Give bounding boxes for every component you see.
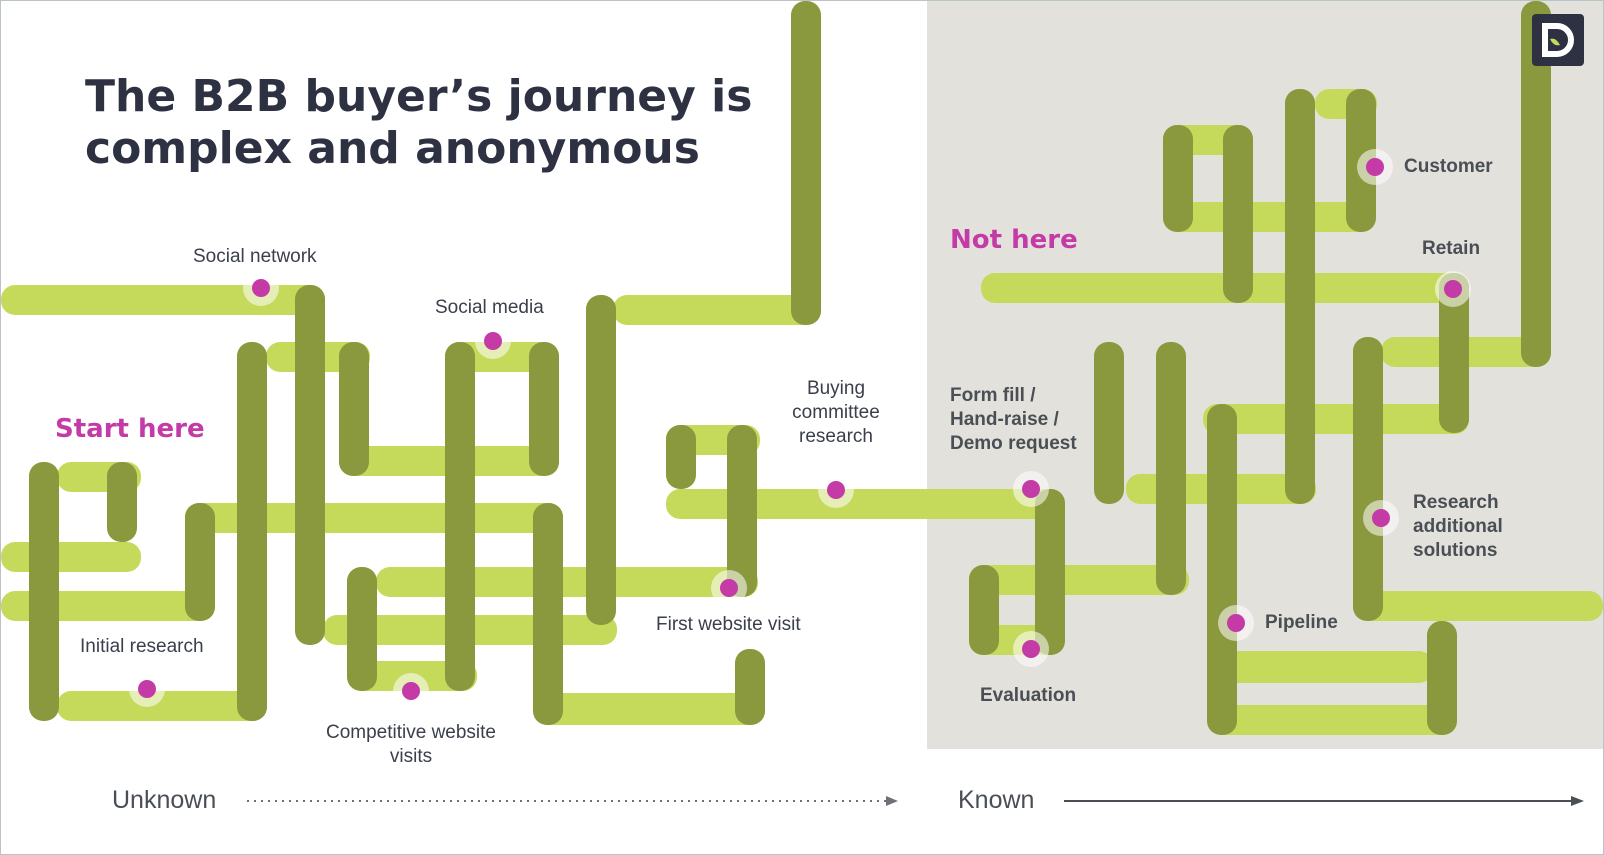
vertical-track-segment [735,649,765,725]
not-here-callout: Not here [950,225,1078,255]
title-line-2: complex and anonymous [85,123,700,174]
vertical-track-segment [29,462,59,721]
vertical-track-segment [529,342,559,476]
vertical-track-segment [339,342,369,476]
horizontal-track-segment [376,567,758,597]
milestone-dot-icon [1357,149,1393,185]
axis-label-unknown: Unknown [112,786,217,814]
vertical-track-segment [347,567,377,691]
milestone-dot-icon [1013,471,1049,507]
vertical-track-segment [791,1,821,325]
vertical-track-segment [1223,125,1253,303]
label-line: committee [792,402,880,423]
journey-tracks [1,1,1603,735]
vertical-track-segment [1035,489,1065,655]
vertical-track-segment [969,565,999,655]
horizontal-track-segment [57,691,267,721]
label-line: Hand-raise / [950,409,1059,430]
label-line: Competitive website [325,722,497,743]
vertical-track-segment [185,503,215,621]
label-form-fill: Form fill / Hand-raise / Demo request [950,384,1077,456]
label-line: solutions [1413,540,1498,561]
vertical-track-segment [1427,621,1457,735]
milestone-dot-icon [1435,271,1471,307]
start-here-callout: Start here [55,414,205,444]
milestone-dot-icon [393,673,429,709]
milestone-dot-icon [1218,605,1254,641]
label-competitive-website-visits: Competitive website visits [326,721,496,769]
horizontal-track-segment [1,542,141,572]
label-buying-committee-research: Buying committee research [792,377,880,449]
journey-axis [247,796,1584,806]
vertical-track-segment [107,462,137,542]
known-arrowhead-icon [1571,796,1584,806]
horizontal-track-segment [1163,202,1374,232]
page-title: The B2B buyer’s journey is complex and a… [85,71,752,175]
vertical-track-segment [445,342,475,691]
unknown-arrowhead-icon [886,796,898,806]
horizontal-track-segment [1207,705,1457,735]
axis-label-known: Known [958,786,1035,814]
label-line: Buying [806,378,866,399]
label-line: Form fill / [950,385,1036,406]
label-social-network: Social network [193,246,317,267]
label-customer: Customer [1404,156,1493,177]
label-pipeline: Pipeline [1265,612,1338,633]
journey-milestones [129,149,1471,709]
vertical-track-segment [586,295,616,625]
horizontal-track-segment [666,489,1058,519]
brand-d-logo-icon [1532,14,1584,66]
horizontal-track-segment [533,693,765,725]
vertical-track-segment [295,285,325,645]
vertical-track-segment [727,425,757,597]
vertical-track-segment [1285,89,1315,504]
milestone-dot-icon [243,270,279,306]
label-first-website-visit: First website visit [656,614,801,635]
horizontal-track-segment [613,295,821,325]
label-line: research [799,426,873,447]
label-line: additional [1413,516,1503,537]
milestone-dot-icon [818,472,854,508]
label-retain: Retain [1422,238,1481,259]
vertical-track-segment [1163,125,1193,232]
milestone-dot-icon [711,570,747,606]
vertical-track-segment [1521,1,1551,367]
vertical-track-segment [1207,404,1237,735]
milestone-dot-icon [129,671,165,707]
vertical-track-segment [1094,342,1124,504]
horizontal-track-segment [1207,651,1433,683]
vertical-track-segment [1439,273,1469,433]
vertical-track-segment [666,425,696,489]
milestone-dot-icon [1363,500,1399,536]
vertical-track-segment [1353,337,1383,621]
vertical-track-segment [533,503,563,725]
label-evaluation: Evaluation [980,685,1077,706]
horizontal-track-segment [969,565,1189,595]
label-line: visits [389,746,433,767]
label-social-media: Social media [435,297,544,318]
horizontal-track-segment [1203,404,1469,434]
vertical-track-segment [237,342,267,721]
title-line-1: The B2B buyer’s journey is [85,71,753,122]
milestone-dot-icon [475,323,511,359]
label-initial-research: Initial research [80,636,204,657]
milestone-dot-icon [1013,631,1049,667]
label-line: Research [1413,492,1499,513]
label-line: Demo request [950,433,1077,454]
vertical-track-segment [1156,342,1186,595]
label-research-additional-solutions: Research additional solutions [1413,491,1503,563]
horizontal-track-segment [1353,591,1603,621]
